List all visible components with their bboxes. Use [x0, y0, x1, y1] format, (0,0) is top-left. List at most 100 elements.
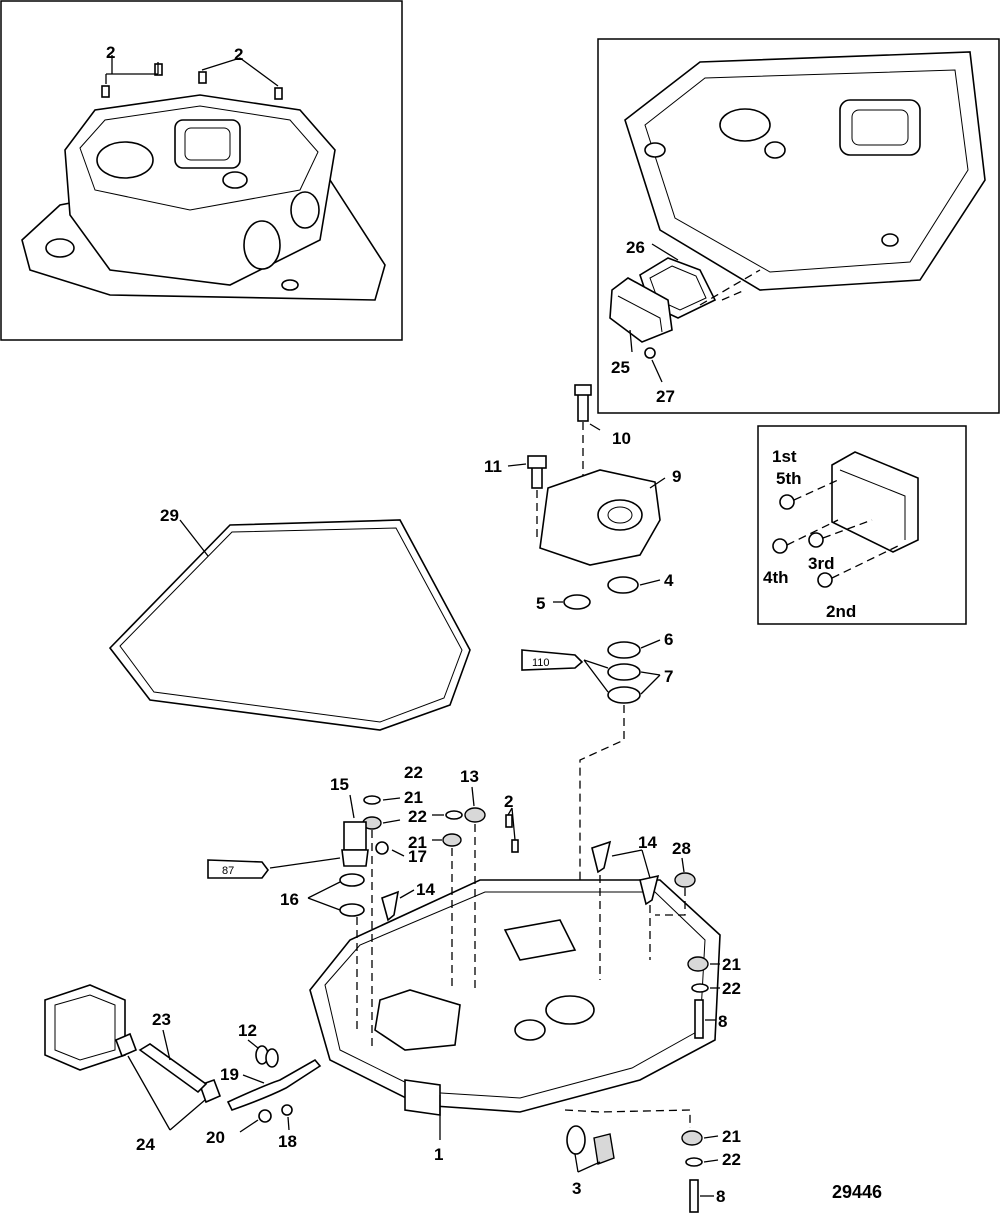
- plug: [593, 1133, 615, 1165]
- dowel-pin: [274, 87, 283, 100]
- housing-port: [174, 119, 241, 169]
- leader-13: [471, 786, 475, 807]
- pump-block: [44, 984, 126, 1071]
- leader-17: [391, 849, 405, 857]
- oil-pump-group: 10 11 9 4 5 6 7 110: [484, 384, 681, 1000]
- leader-22d: [703, 1159, 719, 1163]
- callout-5: 5: [536, 594, 545, 613]
- check-valve: [381, 890, 400, 922]
- figure-number: 29446: [832, 1182, 882, 1202]
- mounting-bolt: [694, 999, 704, 1039]
- callout-21d: 21: [722, 1127, 741, 1146]
- leader-14b: [611, 849, 651, 879]
- alignment-line: [699, 269, 761, 306]
- housing-port-inner: [184, 127, 231, 161]
- sealant-tube-87-label: 87: [222, 865, 234, 877]
- tube-leader: [269, 857, 341, 869]
- torque-bolt-1st-5th: [779, 494, 795, 510]
- pump-bolt-head: [574, 384, 592, 396]
- inset-housing-underside: 26 25 27: [597, 38, 1000, 414]
- inset-upper-housing: 2 2: [0, 0, 403, 341]
- grommet: [442, 833, 462, 847]
- callout-22a: 22: [404, 763, 423, 782]
- main-housing-boss: [514, 1019, 546, 1041]
- hose-group: 24 23 19 12 20 18: [44, 984, 322, 1154]
- leader-7: [640, 671, 661, 695]
- grommet: [687, 956, 709, 972]
- access-cover-ridge: [617, 295, 663, 333]
- housing-bore: [719, 108, 771, 142]
- drain-plug: [674, 872, 696, 888]
- housing-top-face: [79, 105, 319, 211]
- torque-label-5th: 5th: [776, 469, 802, 488]
- dowel-pin: [198, 71, 207, 84]
- flange-hole: [644, 142, 666, 158]
- leader-18: [287, 1116, 290, 1131]
- leader-19: [242, 1074, 265, 1084]
- mounting-bolt: [689, 1179, 699, 1213]
- alignment-line: [599, 875, 651, 980]
- callout-7: 7: [664, 667, 673, 686]
- callout-1: 1: [434, 1145, 443, 1164]
- leader-24: [127, 1055, 206, 1131]
- flange-hole: [281, 279, 299, 291]
- fitting-thread: [341, 849, 369, 867]
- vent-hose: [226, 1058, 322, 1111]
- washer: [445, 810, 463, 820]
- leader-2b: [201, 57, 279, 87]
- dowel-pin: [505, 814, 513, 828]
- torque-sequence-inset: 1st 5th 4th 3rd 2nd: [757, 425, 967, 625]
- sealant-tube-110: [521, 649, 584, 671]
- torque-label-2nd: 2nd: [826, 602, 856, 621]
- callout-19: 19: [220, 1065, 239, 1084]
- leader-22a: [382, 797, 401, 801]
- torque-sequence-frame: [757, 425, 967, 625]
- callout-2c: 2: [504, 792, 513, 811]
- fuel-hose: [138, 1043, 208, 1094]
- leader-10: [589, 423, 601, 431]
- callout-16: 16: [280, 890, 299, 909]
- hose-washer: [281, 1104, 293, 1116]
- leader-21a: [382, 819, 401, 824]
- o-ring: [339, 903, 365, 917]
- callout-23: 23: [152, 1010, 171, 1029]
- callout-14a: 14: [416, 880, 435, 899]
- leader-26: [651, 243, 679, 261]
- inset-frame-left: [0, 0, 403, 341]
- callout-20: 20: [206, 1128, 225, 1147]
- callout-8a: 8: [718, 1012, 727, 1031]
- screw: [375, 841, 389, 855]
- leader-3: [574, 1153, 601, 1173]
- housing-side-bore: [243, 220, 281, 270]
- callout-6: 6: [664, 630, 673, 649]
- washer: [685, 1157, 703, 1167]
- cover-gasket-inner: [649, 265, 707, 311]
- callout-14b: 14: [638, 833, 657, 852]
- grommet: [681, 1130, 703, 1146]
- callout-21c: 21: [722, 955, 741, 974]
- leader-16: [307, 881, 341, 911]
- oil-pump-bore-inner: [607, 506, 633, 524]
- torque-bolt-2nd: [817, 572, 833, 588]
- alignment-line: [655, 888, 686, 916]
- seal-ring-outer: [108, 519, 471, 731]
- torque-label-3rd: 3rd: [808, 554, 834, 573]
- inset-frame-right: [597, 38, 1000, 414]
- leader-27: [651, 359, 663, 383]
- leader-20: [239, 1119, 259, 1133]
- hose-clamp: [265, 1048, 279, 1068]
- flange-hole: [881, 233, 899, 247]
- callout-11: 11: [484, 457, 502, 476]
- leader-25: [629, 329, 633, 353]
- tube-leader: [583, 659, 609, 693]
- callout-22c: 22: [722, 979, 741, 998]
- washer: [363, 795, 381, 805]
- main-housing-rib: [503, 919, 577, 961]
- torque-bolt-3rd: [808, 532, 824, 548]
- leader-9: [649, 477, 666, 489]
- housing-seal: 29: [108, 506, 471, 731]
- fitting-elbow: [343, 821, 367, 851]
- seal-ring-inner: [119, 527, 463, 723]
- callout-21b: 21: [408, 833, 427, 852]
